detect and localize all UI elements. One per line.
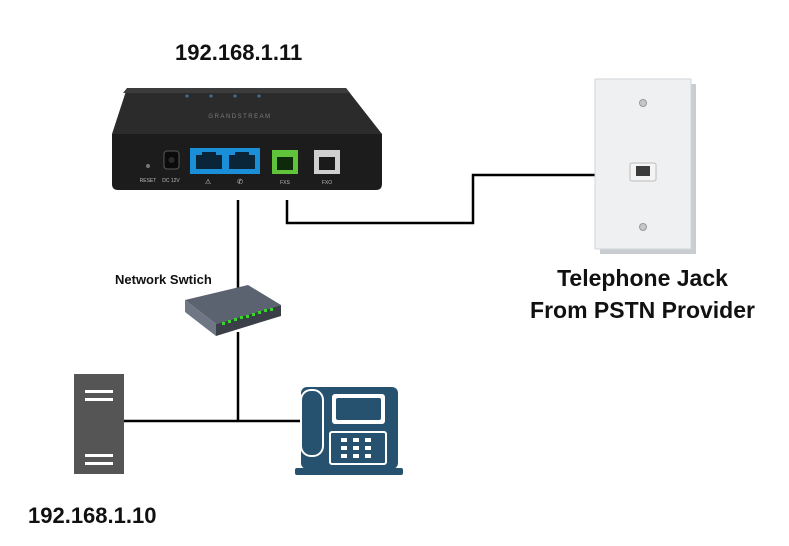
switch-port-leds [222, 308, 273, 325]
fxo-label: FXO [322, 180, 332, 186]
phone-keypad-keys [341, 438, 371, 458]
phone-keypad-frame [329, 431, 387, 465]
phone-port-icon: ✆ [237, 178, 243, 186]
lan-icon: ⚠ [205, 178, 211, 186]
jack-caption-line2: From PSTN Provider [530, 297, 755, 323]
jack-screw-top [639, 99, 647, 107]
telephone-jack [594, 78, 696, 254]
reset-label: RESET [140, 178, 157, 184]
network-switch [185, 285, 281, 336]
ata-brand-text: GRANDSTREAM [208, 114, 271, 120]
fxs-to-jack-line [285, 173, 595, 225]
ata-ip-label: 192.168.1.11 [175, 40, 303, 65]
ata-status-leds [185, 94, 261, 98]
ata-top-highlight [123, 88, 350, 93]
phone-handset [300, 389, 324, 457]
network-switch-label: Network Swtich [115, 272, 212, 287]
phone-base [295, 468, 403, 475]
server-ip-label: 192.168.1.10 [28, 503, 157, 528]
fxs-label: FXS [280, 180, 290, 186]
ata-device: GRANDSTREAM RESET DC 12V ⚠ ✆ FXS FXO [112, 88, 382, 190]
jack-screw-bottom [639, 223, 647, 231]
ata-top-surface [112, 88, 382, 134]
ip-phone-icon [295, 387, 403, 475]
jack-caption-line1: Telephone Jack [557, 265, 728, 291]
server-icon [74, 374, 124, 474]
dc-label: DC 12V [162, 178, 180, 184]
telephone-jack-caption: Telephone Jack From PSTN Provider [515, 262, 770, 326]
reset-button [146, 164, 150, 168]
